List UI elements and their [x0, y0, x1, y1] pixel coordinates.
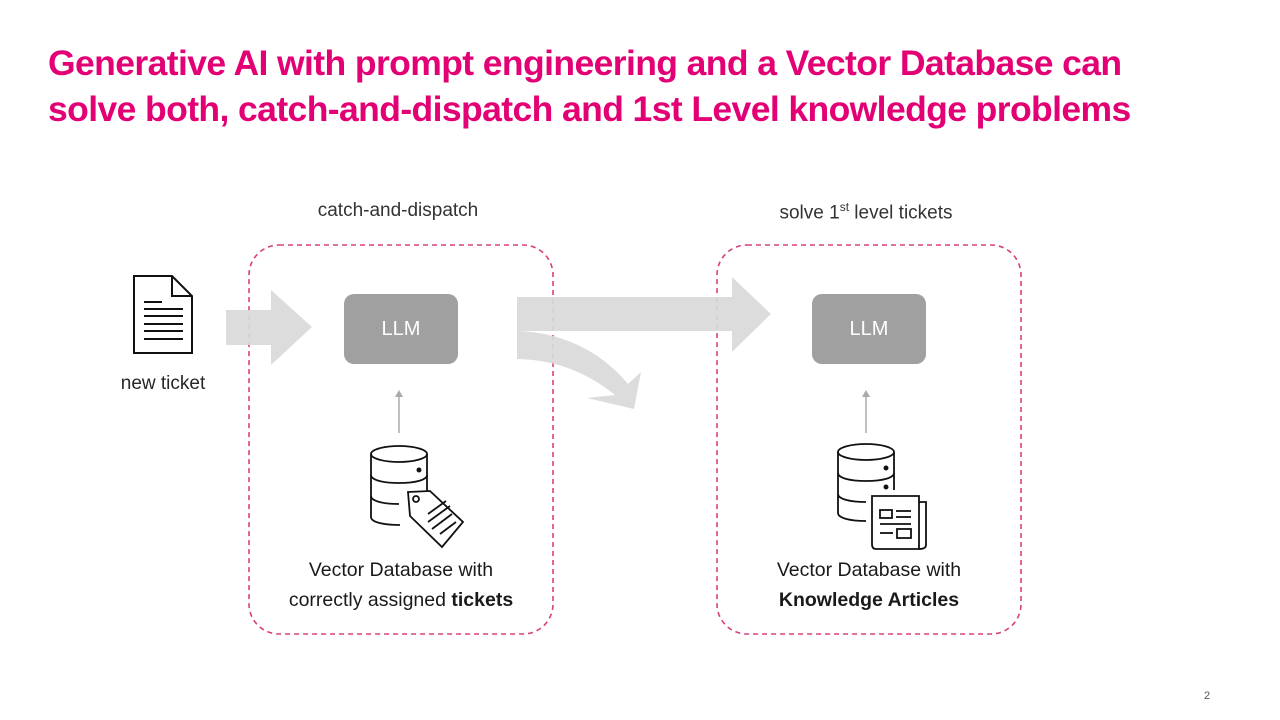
- solve-tickets-label-prefix: solve 1: [779, 202, 840, 224]
- up-arrow-right: [862, 390, 870, 433]
- up-arrow-left: [395, 390, 403, 433]
- caption-left: Vector Database with correctly assigned …: [251, 555, 551, 615]
- llm-box-right: LLM: [812, 294, 926, 364]
- catch-and-dispatch-box: [248, 244, 554, 635]
- catch-and-dispatch-label: catch-and-dispatch: [317, 200, 479, 221]
- document-icon: [133, 275, 193, 354]
- solve-tickets-label: solve 1st level tickets: [716, 200, 1016, 224]
- solve-tickets-label-suffix: level tickets: [849, 202, 953, 224]
- slide-title: Generative AI with prompt engineering an…: [48, 40, 1248, 132]
- database-article-icon: [837, 443, 927, 550]
- solve-tickets-label-sup: st: [839, 200, 850, 214]
- caption-left-line-1: Vector Database with: [308, 559, 494, 581]
- caption-left-line-2: correctly assigned tickets: [251, 585, 551, 615]
- llm-box-left: LLM: [344, 294, 458, 364]
- slide-title-line-2: solve both, catch-and-dispatch and 1st L…: [48, 89, 1131, 129]
- slide-title-line-1: Generative AI with prompt engineering an…: [48, 43, 1122, 83]
- new-ticket-label: new ticket: [120, 373, 206, 394]
- forward-arrow: [517, 277, 771, 352]
- solve-tickets-box: [716, 244, 1022, 635]
- caption-right-line-1: Vector Database with: [776, 559, 962, 581]
- database-tag-icon: [370, 445, 465, 549]
- dispatch-branch-arrow: [517, 331, 641, 409]
- caption-right: Vector Database with Knowledge Articles: [719, 555, 1019, 615]
- input-arrow: [226, 290, 312, 365]
- caption-left-bold: tickets: [451, 589, 514, 611]
- caption-right-bold: Knowledge Articles: [778, 589, 960, 611]
- caption-right-line-2: Knowledge Articles: [719, 585, 1019, 615]
- caption-left-prefix: correctly assigned: [288, 589, 452, 611]
- page-number: 2: [1204, 690, 1211, 702]
